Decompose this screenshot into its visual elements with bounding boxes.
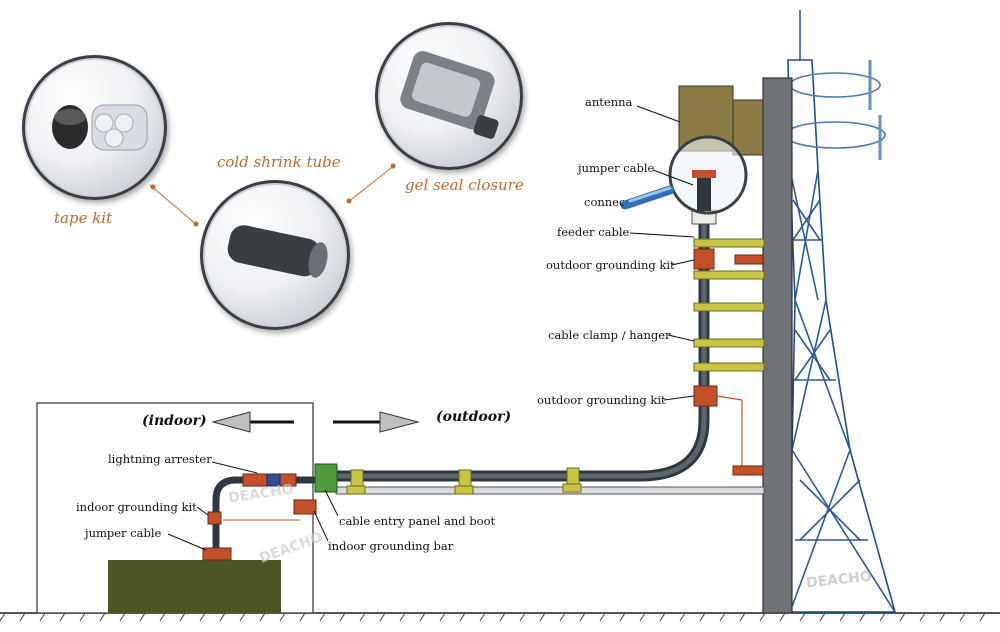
indoor-jumper-cable xyxy=(212,476,316,552)
magnifier-icon xyxy=(620,135,748,215)
ground-wire xyxy=(716,395,743,468)
cable-clamp-hanger-label: cable clamp / hanger xyxy=(548,328,671,342)
mast-pole xyxy=(762,77,793,614)
cable-clamps xyxy=(346,238,765,495)
outdoor-grounding-kit-label-1: outdoor grounding kit xyxy=(546,258,675,272)
jumper-cable-top-label: jumper cable xyxy=(578,161,655,175)
kit-leader-lines xyxy=(149,163,396,227)
leader-lines xyxy=(167,105,695,551)
tower xyxy=(784,10,897,613)
feeder-cable-highlight xyxy=(336,175,707,479)
tower-ground-bar xyxy=(732,465,764,476)
gel-seal-closure-bubble xyxy=(375,22,523,170)
tape-kit-bubble xyxy=(22,55,167,200)
outdoor-label: (outdoor) xyxy=(436,409,512,425)
cable-entry-panel-label: cable entry panel and boot xyxy=(339,514,496,528)
jumper-cable-bottom-label: jumper cable xyxy=(85,526,162,540)
equipment-cabinet xyxy=(108,560,281,613)
lightning-arrester-core xyxy=(266,473,281,487)
indoor-grounding-kit-label: indoor grounding kit xyxy=(76,500,197,514)
lightning-arrester-label: lightning arrester xyxy=(108,452,212,466)
cold-shrink-tube-label: cold shrink tube xyxy=(217,153,341,171)
feeder-cable xyxy=(336,175,710,482)
antenna-label: antenna xyxy=(585,95,633,109)
grounding-kits xyxy=(202,248,764,561)
connector-label: connector xyxy=(584,195,624,209)
tape-kit-icon xyxy=(52,104,148,151)
ground xyxy=(0,612,1000,622)
cold-shrink-tube-bubble xyxy=(200,180,350,330)
gel-seal-closure-label: gel seal closure xyxy=(405,176,524,194)
gel-seal-closure-icon xyxy=(400,51,499,139)
cable-entry-panel xyxy=(314,463,338,493)
cable-tray xyxy=(335,486,765,495)
outdoor-grounding-kit-label-2: outdoor grounding kit xyxy=(537,393,666,407)
tape-kit-label: tape kit xyxy=(54,209,113,227)
indoor-arrow xyxy=(211,411,294,433)
indoor-grounding-bar-label: indoor grounding bar xyxy=(328,539,454,553)
antenna-panel-side xyxy=(732,99,764,156)
cold-shrink-tube-icon xyxy=(227,225,328,278)
feeder-cable-label: feeder cable xyxy=(557,225,630,239)
indoor-label: (indoor) xyxy=(142,413,207,429)
outdoor-arrow xyxy=(333,411,420,433)
